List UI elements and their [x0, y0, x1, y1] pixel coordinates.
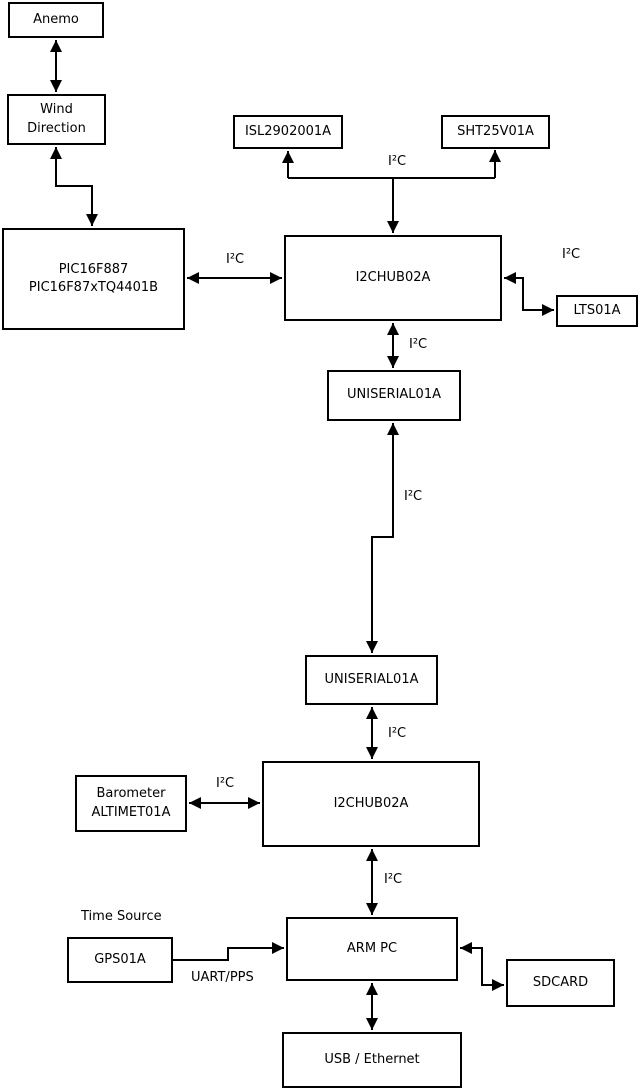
node-anemo-label: Anemo — [33, 11, 79, 27]
arrow-wind-pic — [50, 147, 98, 226]
arrow-uniserial1-uniserial2 — [366, 423, 399, 653]
node-usb-ethernet-label: USB / Ethernet — [324, 1051, 420, 1067]
node-sht25v01a: SHT25V01A — [441, 115, 550, 149]
arrow-armpc-sdcard — [460, 942, 504, 991]
node-wind-direction: Wind Direction — [7, 94, 106, 145]
node-usb-ethernet: USB / Ethernet — [282, 1032, 462, 1088]
node-arm-pc: ARM PC — [286, 917, 458, 981]
i2c-label-sensor-tee: I²C — [388, 154, 407, 169]
node-i2chub02a-top-label: I2CHUB02A — [355, 269, 431, 285]
node-isl2902001a: ISL2902001A — [233, 115, 343, 149]
node-barometer-altimet01a-label: Barometer ALTIMET01A — [91, 786, 171, 820]
arrow-hub1-lts — [504, 272, 554, 316]
node-uniserial01a-lower: UNISERIAL01A — [305, 655, 438, 705]
node-i2chub02a-bottom-label: I2CHUB02A — [333, 795, 409, 811]
node-lts01a: LTS01A — [556, 295, 638, 327]
node-gps01a: GPS01A — [67, 937, 173, 983]
node-i2chub02a-top: I2CHUB02A — [284, 235, 502, 321]
node-pic16f887-label: PIC16F887 PIC16F87xTQ4401B — [28, 261, 159, 295]
uart-pps-label: UART/PPS — [191, 970, 254, 985]
node-sdcard: SDCARD — [506, 959, 615, 1007]
i2c-label-uniserial2-hub2: I²C — [388, 726, 407, 741]
node-sdcard-label: SDCARD — [532, 974, 589, 990]
node-uniserial01a-lower-label: UNISERIAL01A — [324, 671, 419, 687]
node-anemo: Anemo — [8, 2, 104, 38]
i2c-label-hub2-armpc: I²C — [384, 872, 403, 887]
i2c-label-pic-hub1: I²C — [226, 252, 245, 267]
node-pic16f887: PIC16F887 PIC16F87xTQ4401B — [2, 228, 185, 330]
time-source-label: Time Source — [81, 909, 162, 924]
i2c-label-hub1-uniserial1: I²C — [409, 337, 428, 352]
node-gps01a-label: GPS01A — [94, 951, 146, 967]
node-arm-pc-label: ARM PC — [346, 940, 398, 956]
arrow-gps-armpc — [173, 942, 284, 961]
node-wind-direction-label: Wind Direction — [27, 102, 86, 136]
i2c-label-hub1-lts: I²C — [562, 247, 581, 262]
i2c-label-barometer-hub2: I²C — [216, 776, 235, 791]
i2c-label-uniserial1-uniserial2: I²C — [404, 489, 423, 504]
node-lts01a-label: LTS01A — [573, 302, 621, 318]
node-barometer-altimet01a: Barometer ALTIMET01A — [75, 775, 187, 832]
node-sht25v01a-label: SHT25V01A — [457, 123, 534, 139]
node-isl2902001a-label: ISL2902001A — [244, 123, 332, 139]
node-uniserial01a-upper: UNISERIAL01A — [327, 370, 461, 421]
node-i2chub02a-bottom: I2CHUB02A — [262, 761, 480, 847]
node-uniserial01a-upper-label: UNISERIAL01A — [347, 387, 441, 403]
